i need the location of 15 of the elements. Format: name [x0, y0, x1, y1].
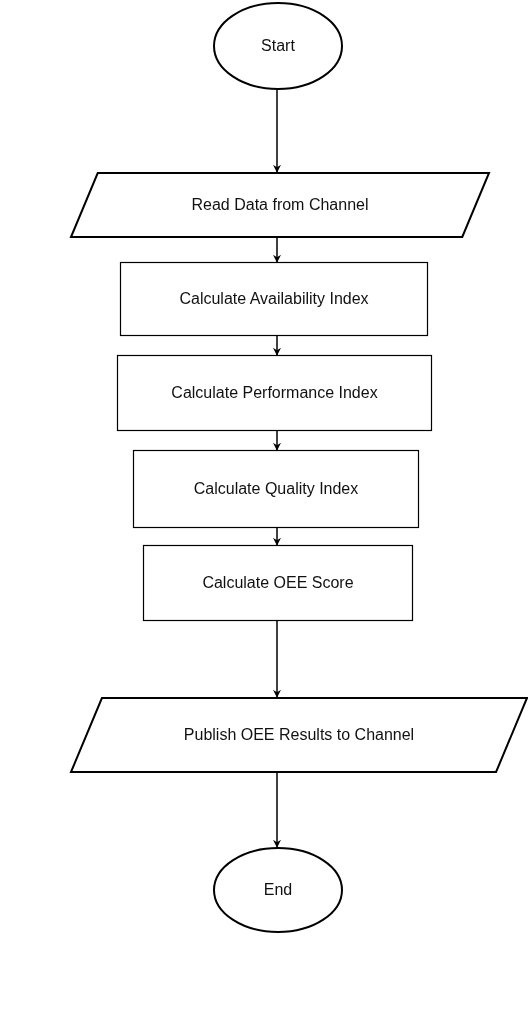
node-label: Calculate Availability Index — [179, 290, 369, 308]
node-label: Publish OEE Results to Channel — [183, 726, 415, 744]
arrow — [273, 237, 281, 263]
arrow — [273, 620, 281, 698]
arrow — [273, 527, 281, 546]
node-label: Start — [261, 37, 295, 55]
arrow — [273, 89, 281, 173]
node-label: Calculate Quality Index — [193, 480, 359, 498]
arrow — [273, 335, 281, 356]
node-label: Calculate Performance Index — [171, 384, 378, 402]
node-label: Read Data from Channel — [191, 196, 369, 214]
node-label: Calculate OEE Score — [202, 574, 354, 592]
arrow — [273, 772, 281, 848]
arrow — [273, 430, 281, 451]
node-label: End — [263, 881, 293, 899]
